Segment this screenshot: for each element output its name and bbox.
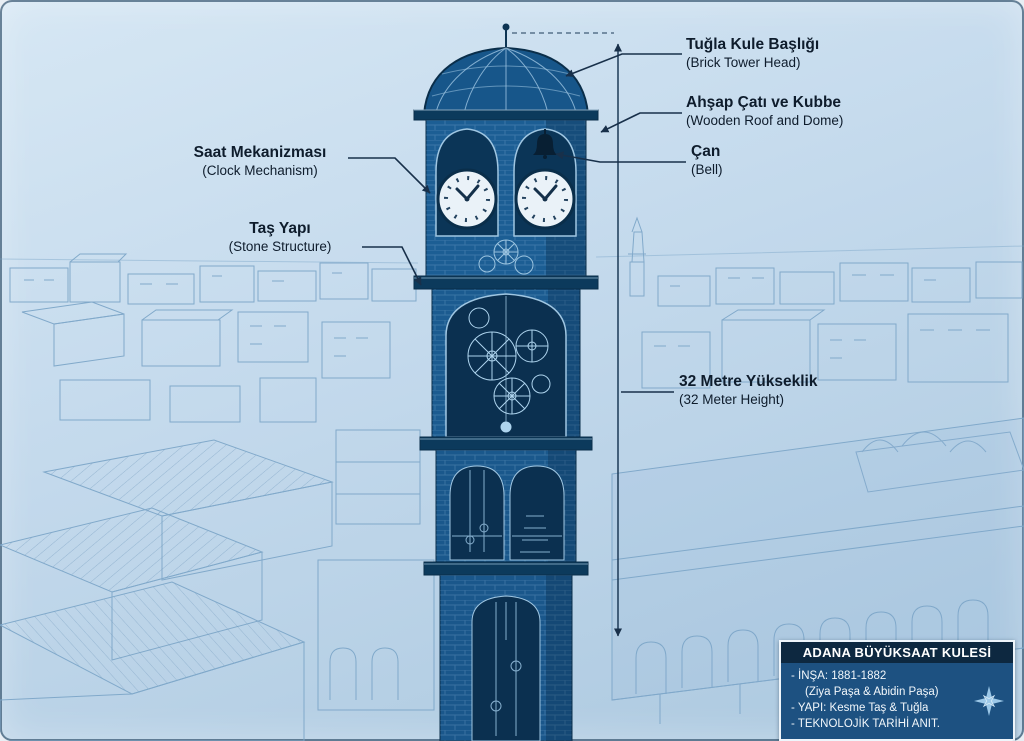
label-wooden-roof-dome-tr: Ahşap Çatı ve Kubbe: [686, 94, 842, 111]
label-bell-en: (Bell): [691, 161, 723, 177]
city-line-art: [0, 216, 1024, 741]
tower-finial: [502, 23, 510, 31]
label-brick-tower-head: Tuğla Kule Başlığı (Brick Tower Head): [686, 36, 819, 71]
label-bell-tr: Çan: [691, 143, 721, 160]
clock-tower-illustration: [413, 23, 599, 741]
label-clock-mechanism-tr: Saat Mekanizması: [193, 144, 327, 161]
info-line: - TEKNOLOJİK TARİHİ ANIT.: [791, 718, 940, 731]
info-box: ADANA BÜYÜKSAAT KULESİ - İNŞA: 1881-1882…: [779, 640, 1015, 741]
info-box-body: - İNŞA: 1881-1882 (Ziya Paşa & Abidin Pa…: [781, 663, 1013, 740]
minaret: [628, 216, 646, 297]
info-line: - İNŞA: 1881-1882: [791, 670, 887, 682]
bell-silhouette: [533, 129, 557, 159]
clock-face-left: [436, 168, 498, 230]
label-stone-structure-tr: Taş Yapı: [249, 220, 311, 237]
label-wooden-roof-dome: Ahşap Çatı ve Kubbe (Wooden Roof and Dom…: [686, 94, 843, 129]
label-height: 32 Metre Yükseklik (32 Meter Height): [679, 373, 817, 408]
leader-lines: [348, 53, 686, 393]
compass-star-icon: [974, 686, 1004, 717]
label-stone-structure-en: (Stone Structure): [228, 238, 332, 254]
info-box-title: ADANA BÜYÜKSAAT KULESİ: [781, 642, 1013, 663]
weight-cables: [490, 602, 522, 736]
info-line: (Ziya Paşa & Abidin Paşa): [805, 686, 939, 699]
interior-detail: [452, 470, 562, 553]
label-bell: Çan (Bell): [691, 143, 723, 178]
label-height-tr: 32 Metre Yükseklik: [679, 373, 818, 390]
clock-face-right: [514, 168, 576, 230]
label-clock-mechanism-en: (Clock Mechanism): [202, 162, 318, 178]
label-wooden-roof-dome-en: (Wooden Roof and Dome): [686, 112, 844, 128]
label-brick-tower-head-tr: Tuğla Kule Başlığı: [686, 36, 820, 53]
label-brick-tower-head-en: (Brick Tower Head): [686, 54, 801, 70]
info-line: - YAPI: Kesme Taş & Tuğla: [791, 702, 929, 715]
small-gears: [478, 239, 534, 275]
label-height-en: (32 Meter Height): [679, 391, 785, 407]
label-stone-structure: Taş Yapı (Stone Structure): [196, 220, 364, 255]
height-dimension-line: [512, 32, 622, 637]
mechanism-gears: [467, 296, 551, 433]
label-clock-mechanism: Saat Mekanizması (Clock Mechanism): [168, 144, 352, 179]
